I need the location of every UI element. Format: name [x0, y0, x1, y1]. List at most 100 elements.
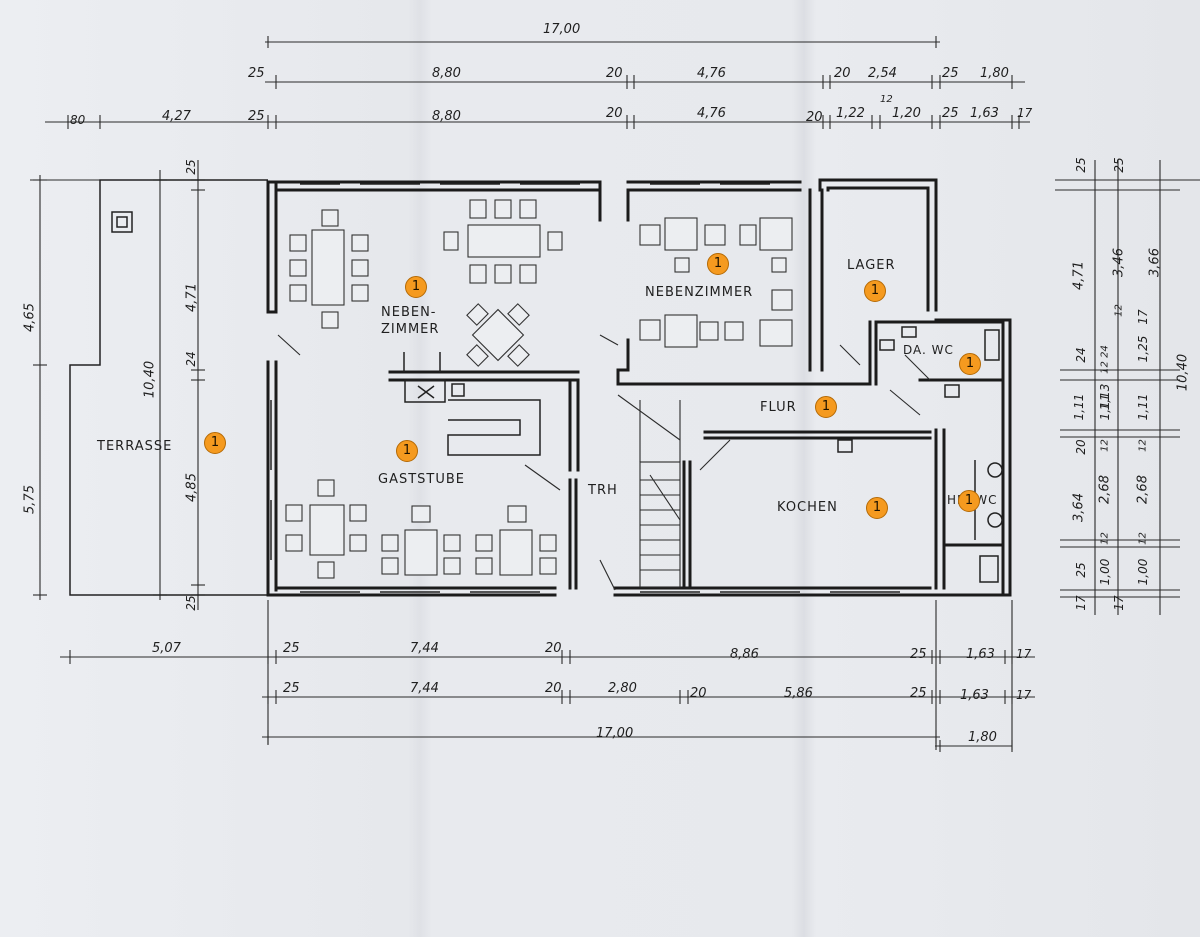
dim-top-r2-5: 1,22: [836, 106, 865, 121]
dim-top-terrace-0: 80: [70, 113, 86, 127]
dim-right-c3-9: 1,00: [1136, 558, 1150, 586]
dim-left-col-0: 25: [184, 159, 198, 175]
dim-bottom-r2-7: 1,63: [960, 688, 989, 703]
dim-top-total: 17,00: [543, 22, 581, 37]
dim-left-col-4: 25: [184, 595, 198, 611]
dim-top-r2-0: 25: [248, 109, 265, 124]
dim-bottom-r2-6: 25: [910, 686, 927, 701]
room-label-nebenzimmer: NEBENZIMMER: [645, 285, 754, 300]
dim-bottom-r1-5: 25: [910, 647, 927, 662]
dim-top-r2-10: 17: [1017, 106, 1033, 120]
room-marker-lager: 1: [864, 280, 886, 302]
dim-right-c3-4: 1,25: [1136, 335, 1150, 363]
dim-right-c2-4: 12: [1099, 439, 1111, 452]
dim-right-c4-0: 3,66: [1147, 248, 1163, 277]
dim-bottom-total: 17,00: [596, 726, 634, 741]
bar-counter: [403, 352, 541, 456]
dim-bottom-r1-1: 25: [283, 641, 300, 656]
dim-right-c4-1: 10,40: [1175, 353, 1191, 392]
room-label-terrasse: TERRASSE: [97, 439, 173, 454]
dim-bottom-r1-6: 1,63: [966, 647, 995, 662]
room-label-gaststube: GASTSTUBE: [378, 472, 465, 487]
dim-right-c3-6: 12: [1137, 439, 1149, 452]
dim-top-r2-6: 12: [880, 94, 893, 105]
room-marker-gaststube: 1: [396, 440, 418, 462]
dim-right-c1-4: 20: [1074, 439, 1088, 455]
dim-bottom-r2-1: 7,44: [410, 681, 439, 696]
room-marker-da-wc: 1: [959, 353, 981, 375]
dim-top-terrace-1: 4,27: [162, 109, 191, 124]
dim-top-r2-8: 25: [942, 106, 959, 121]
dim-bottom-right: 1,80: [968, 730, 997, 745]
dim-left-col-1: 4,71: [184, 283, 200, 312]
dim-top-r1-0: 25: [248, 66, 265, 81]
dim-top-r1-5: 2,54: [868, 66, 897, 81]
staircase: [617, 394, 681, 588]
dimension-lines-top: [45, 36, 1030, 129]
dim-right-c2-7: 1,00: [1098, 558, 1112, 586]
room-label-da-wc: DA. WC: [903, 343, 954, 357]
terrace-outline: [69, 179, 268, 596]
dim-top-r1-1: 8,80: [432, 66, 461, 81]
dim-right-c1-0: 25: [1074, 157, 1088, 173]
dim-top-r2-7: 1,20: [892, 106, 921, 121]
dim-top-r1-2: 20: [606, 66, 623, 81]
furniture-nebenzimmer-2: [639, 217, 793, 348]
dim-right-c3-7: 2,68: [1135, 475, 1151, 504]
room-marker-flur: 1: [815, 396, 837, 418]
dim-right-c3-1: 3,46: [1111, 248, 1127, 277]
dim-top-r2-1: 8,80: [432, 109, 461, 124]
dim-bottom-r1-0: 5,07: [152, 641, 181, 656]
exterior-walls: [266, 178, 1012, 597]
room-marker-nebenzimmer: 1: [707, 253, 729, 275]
dim-bottom-r1-4: 8,86: [730, 647, 759, 662]
dim-top-r1-7: 1,80: [980, 66, 1009, 81]
dim-right-c2-5: 2,68: [1097, 475, 1113, 504]
room-label-flur: FLUR: [760, 400, 797, 415]
dim-bottom-r2-3: 2,80: [608, 681, 637, 696]
dim-left-inner-0: 10,40: [142, 360, 158, 399]
dim-bottom-r1-7: 17: [1016, 647, 1032, 661]
dim-top-r1-6: 25: [942, 66, 959, 81]
dim-left-outer-0: 4,65: [22, 303, 38, 332]
dim-left-col-2: 24: [184, 351, 198, 367]
dim-bottom-r2-8: 17: [1016, 688, 1032, 702]
dim-right-c1-7: 17: [1074, 595, 1088, 611]
room-label-trh: TRH: [588, 483, 618, 498]
dim-right-c3-2: 12: [1113, 304, 1125, 317]
dim-right-c1-1: 4,71: [1071, 261, 1087, 290]
dim-bottom-r2-4: 20: [690, 686, 707, 701]
dim-bottom-r2-2: 20: [545, 681, 562, 696]
dim-top-r2-3: 4,76: [697, 106, 726, 121]
dim-bottom-r1-2: 7,44: [410, 641, 439, 656]
dim-right-c3-0: 25: [1112, 157, 1126, 173]
interior-walls: [388, 180, 1005, 590]
room-label-lager: LAGER: [847, 258, 896, 273]
furniture-gaststube: [285, 479, 557, 579]
windows: [270, 183, 900, 593]
dim-top-r1-3: 4,76: [697, 66, 726, 81]
room-marker-he-wc: 1: [958, 490, 980, 512]
dim-bottom-r2-5: 5,86: [784, 686, 813, 701]
dim-top-r1-4: 20: [834, 66, 851, 81]
room-marker-kochen: 1: [866, 497, 888, 519]
dim-bottom-r1-3: 20: [545, 641, 562, 656]
dim-right-c1-5: 3,64: [1071, 493, 1087, 522]
dim-bottom-r2-0: 25: [283, 681, 300, 696]
room-label-neben-zimmer-line1: NEBEN-: [381, 305, 437, 320]
dim-top-r2-4: 20: [806, 110, 823, 125]
dim-left-outer-1: 5,75: [22, 485, 38, 514]
room-marker-terrasse: 1: [204, 432, 226, 454]
dim-right-c1-2: 24: [1074, 347, 1088, 363]
room-marker-neben-zimmer: 1: [405, 276, 427, 298]
room-label-neben-zimmer-line2: ZIMMER: [381, 322, 440, 337]
dim-left-col-3: 4,85: [184, 473, 200, 502]
dim-top-r2-9: 1,63: [970, 106, 999, 121]
furniture-nebenzimmer-1: [289, 199, 563, 367]
room-label-kochen: KOCHEN: [777, 500, 838, 515]
dim-top-r2-2: 20: [606, 106, 623, 121]
dimension-lines-bottom: [60, 600, 1035, 752]
dim-right-c3-10: 17: [1112, 595, 1126, 611]
